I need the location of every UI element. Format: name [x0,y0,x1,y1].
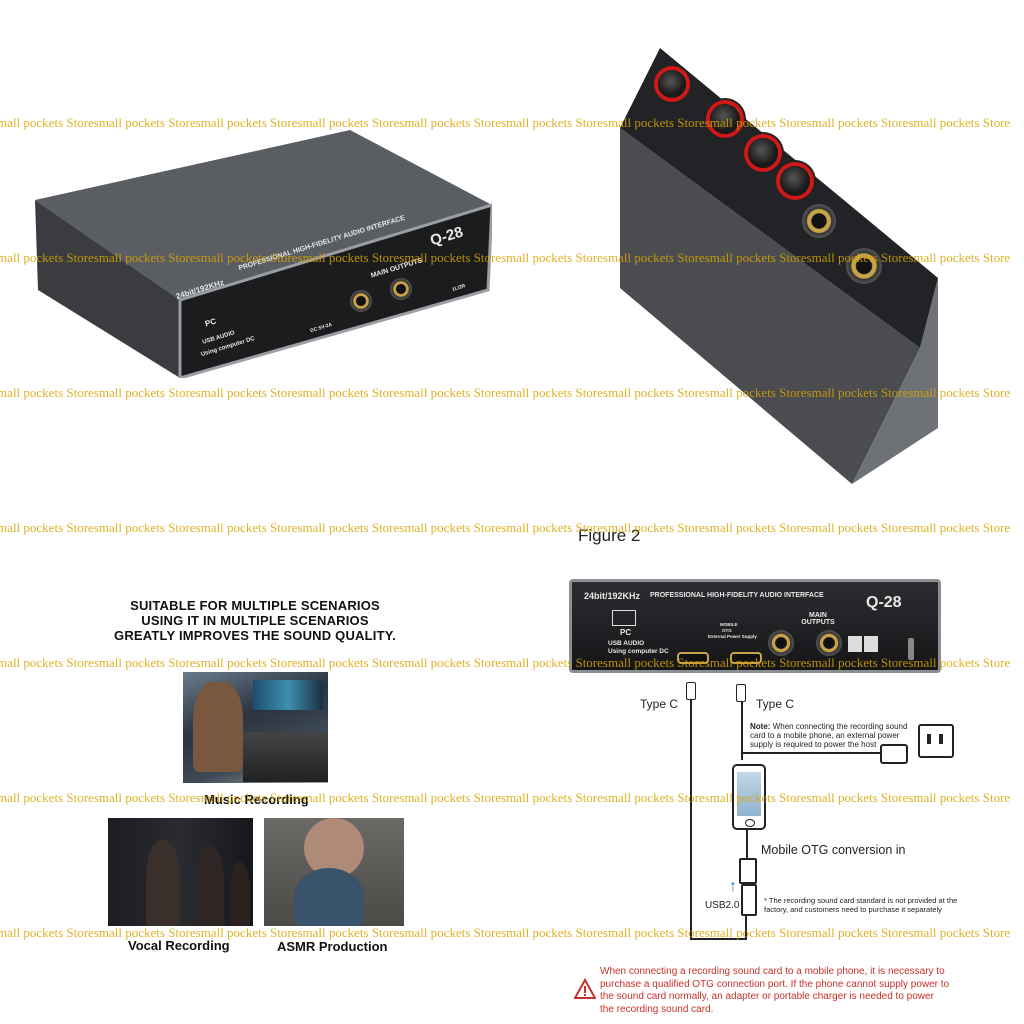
panel-model: Q-28 [866,594,902,611]
panel-otg: OTG [722,628,732,633]
panel-pc: PC [620,628,632,637]
usb-c-port-pc [677,652,709,664]
front-panel: 24bit/192KHz PROFESSIONAL HIGH-FIDELITY … [569,579,941,673]
pc-icon [612,610,636,626]
panel-jack-right [816,630,842,656]
otg-cable [746,828,748,858]
cable-left [690,695,692,938]
headphone-port [908,638,914,660]
type-c-connector-left [686,682,696,700]
scenarios-title-line1: SUITABLE FOR MULTIPLE SCENARIOS [130,598,380,613]
output-jack-right [390,278,412,300]
usb-c-port-power [730,652,762,664]
figure-label: Figure 2 [578,526,641,545]
type-c-connector-right [736,684,746,702]
warning-text: When connecting a recording sound card t… [600,966,950,1015]
output-jack-left [350,290,372,312]
panel-spec: 24bit/192KHz [584,591,641,601]
asmr-production-caption: ASMR Production [277,939,388,954]
usb-label: USB2.0 [705,900,740,911]
note-text: Note: When connecting the recording soun… [750,722,908,749]
usb-arrow-icon: ↑ [729,878,737,895]
panel-usb-audio: USB AUDIO [608,640,645,647]
music-recording-photo [183,672,328,783]
device-body-left [35,130,492,378]
panel-interface-name: PROFESSIONAL HIGH-FIDELITY AUDIO INTERFA… [650,592,824,599]
otg-adapter-icon [739,858,757,884]
gain-knob-2 [710,104,740,134]
panel-using-dc: Using computer DC [608,648,669,655]
panel-mobile: MOBILE [720,622,738,627]
type-c-label-right: Type C [756,697,795,711]
watermark-row-6: small pockets Storesmall pockets Storesm… [0,790,1011,805]
warning-icon [573,977,597,1000]
cable-power [741,752,881,754]
combo-input-2 [846,248,882,284]
cable-right-top [741,700,743,760]
scenarios-title-line2: USING IT IN MULTIPLE SCENARIOS [141,613,369,628]
gain-knob-1 [658,70,686,98]
type-c-label-left: Type C [640,697,679,711]
cable-bottom [690,938,746,940]
device-product-image-left: Q-28 PROFESSIONAL HIGH-FIDELITY AUDIO IN… [30,130,492,378]
vocal-recording-photo [108,818,253,926]
mobile-phone-icon [732,764,766,830]
led-1 [848,636,862,652]
device-product-image-right [620,48,940,488]
panel-ext-power: External Power Supply [708,634,757,639]
power-plug-icon [880,744,908,764]
usb-plug-icon [741,884,757,916]
scenarios-title-line3: GREATLY IMPROVES THE SOUND QUALITY. [114,628,396,643]
music-recording-caption: Music Recording [204,792,309,807]
panel-jack-left [768,630,794,656]
combo-input-1 [802,204,836,238]
gain-knob-3 [748,138,778,168]
gain-knob-4 [780,166,810,196]
asmr-production-photo [264,818,404,926]
cable-usb-up [745,912,747,940]
otg-note: * The recording sound card standard is n… [764,896,958,914]
power-outlet-icon [918,724,954,758]
otg-label: Mobile OTG conversion in [761,843,906,857]
vocal-recording-caption: Vocal Recording [128,938,230,953]
device-body-right [620,48,938,484]
led-2 [864,636,878,652]
watermark-row-4: small pockets Storesmall pockets Storesm… [0,520,1011,535]
